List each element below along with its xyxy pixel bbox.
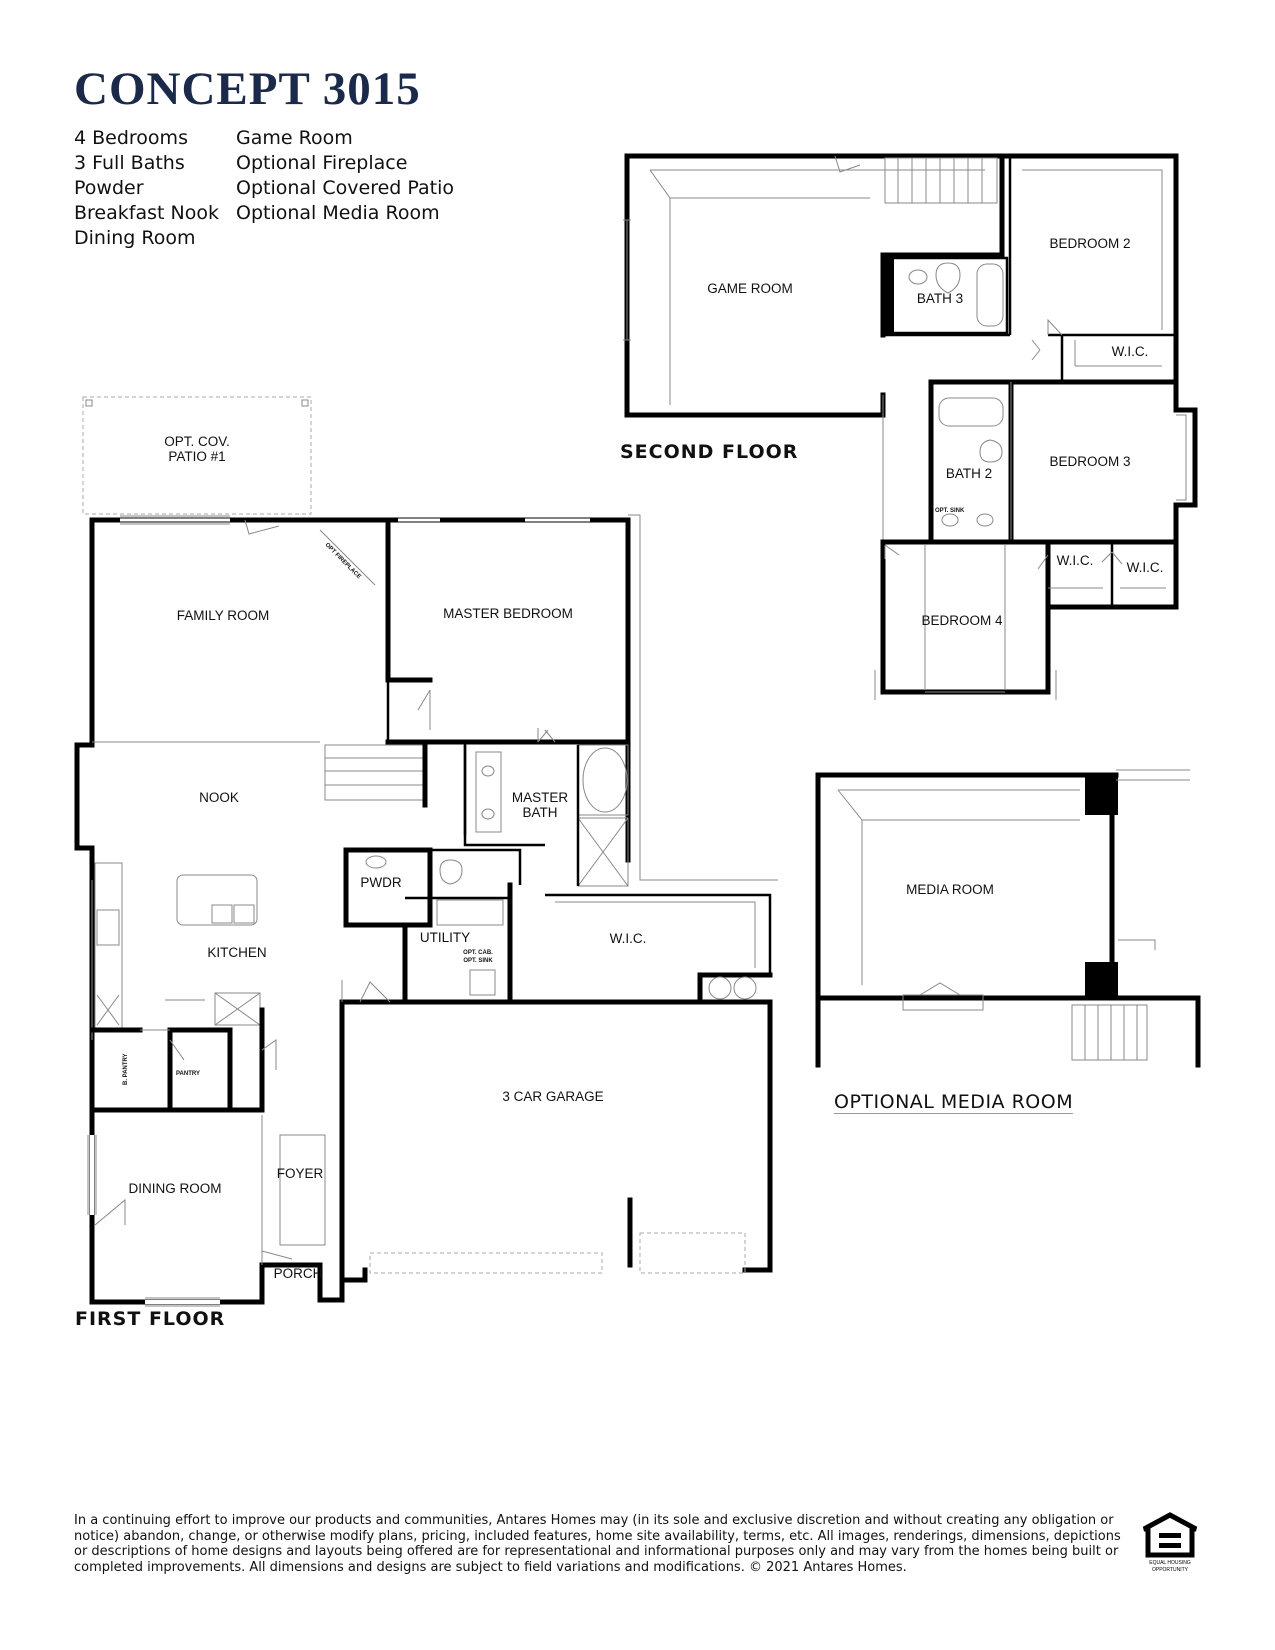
second-floor-plan (623, 153, 1198, 700)
feature-item: 4 Bedrooms (74, 127, 188, 149)
room-label-patio-line2: PATIO #1 (168, 449, 225, 464)
room-label-wic: W.I.C. (1057, 553, 1094, 568)
feature-item: Optional Covered Patio (236, 177, 454, 199)
room-label-utility: UTILITY (420, 930, 470, 945)
plan-title: CONCEPT 3015 (74, 63, 421, 115)
feature-item: Game Room (236, 127, 353, 149)
room-label-opt-sink: OPT. SINK (935, 508, 965, 514)
room-label-kitchen: KITCHEN (207, 945, 266, 960)
optional-media-room-plan (815, 769, 1201, 1068)
first-floor-label: FIRST FLOOR (75, 1308, 226, 1330)
feature-item: Optional Media Room (236, 202, 440, 224)
room-label-bedroom-3: BEDROOM 3 (1049, 454, 1130, 469)
room-label-dining-room: DINING ROOM (129, 1181, 222, 1196)
legal-disclaimer: In a continuing effort to improve our pr… (74, 1513, 1121, 1575)
room-label-wic: W.I.C. (610, 931, 647, 946)
room-label-master-bath-line2: BATH (522, 805, 557, 820)
room-label-nook: NOOK (199, 790, 239, 805)
room-label-bath-3: BATH 3 (917, 291, 963, 306)
feature-list-left: 4 Bedrooms 3 Full Baths Powder Breakfast… (74, 126, 219, 251)
room-label-media-room: MEDIA ROOM (906, 882, 994, 897)
room-label-opt-cab-line1: OPT. CAB. (463, 950, 493, 956)
room-label-pantry: PANTRY (176, 1071, 200, 1077)
room-label-porch: PORCH (274, 1266, 323, 1281)
room-label-opt-cab-line2: OPT. SINK (463, 958, 493, 964)
feature-item: Breakfast Nook (74, 202, 219, 224)
feature-item: 3 Full Baths (74, 152, 185, 174)
room-label-wic: W.I.C. (1112, 344, 1149, 359)
feature-item: Optional Fireplace (236, 152, 408, 174)
room-label-bedroom-4: BEDROOM 4 (921, 613, 1003, 628)
room-label-family-room: FAMILY ROOM (177, 608, 270, 623)
logo-text-1: EQUAL HOUSING (1149, 1560, 1191, 1566)
second-floor-label: SECOND FLOOR (620, 441, 799, 463)
feature-list-right: Game Room Optional Fireplace Optional Co… (236, 126, 454, 226)
room-label-patio-line1: OPT. COV. (164, 434, 230, 449)
room-label-bedroom-2: BEDROOM 2 (1049, 236, 1130, 251)
room-label-master-bedroom: MASTER BEDROOM (443, 606, 573, 621)
feature-item: Dining Room (74, 227, 196, 249)
room-label-game-room: GAME ROOM (707, 281, 793, 296)
room-label-pwdr: PWDR (360, 875, 401, 890)
room-label-foyer: FOYER (277, 1166, 324, 1181)
optional-media-room-label: OPTIONAL MEDIA ROOM (834, 1091, 1074, 1114)
room-label-bath-2: BATH 2 (946, 466, 992, 481)
first-floor-plan (74, 396, 778, 1307)
feature-item: Powder (74, 177, 144, 199)
logo-text-2: OPPORTUNITY (1152, 1567, 1189, 1573)
room-label-garage: 3 CAR GARAGE (502, 1089, 603, 1104)
room-label-master-bath-line1: MASTER (512, 790, 569, 805)
room-label-b-pantry: B. PANTRY (123, 1053, 129, 1085)
equal-housing-logo: EQUAL HOUSING OPPORTUNITY (1142, 1512, 1198, 1573)
room-label-opt-fireplace: OPT FIREPLACE (324, 542, 362, 580)
room-label-wic: W.I.C. (1127, 560, 1164, 575)
